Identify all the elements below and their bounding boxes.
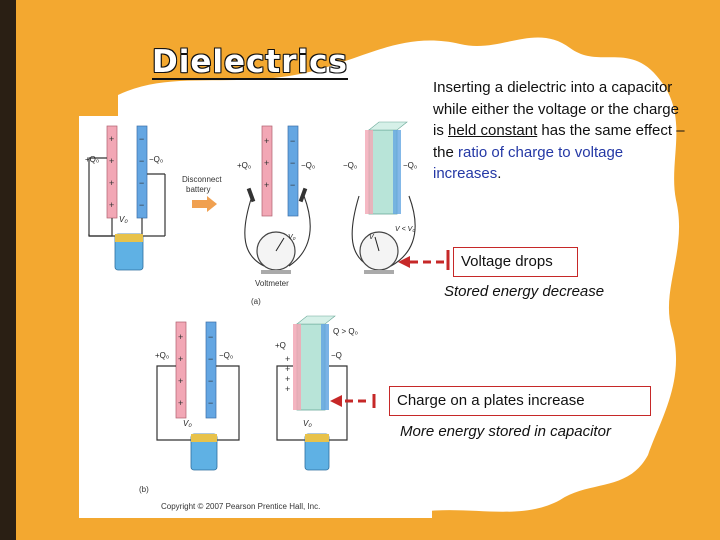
- svg-text:+: +: [264, 180, 269, 190]
- svg-text:+: +: [178, 332, 183, 342]
- label-v0: V₀: [119, 215, 128, 224]
- body-part1: Inserting a dielectric into a capacitor …: [433, 79, 679, 139]
- svg-text:+: +: [178, 376, 183, 386]
- capacitor-figure: ++ ++ −− −− +Q₀ −Q₀ V₀ Disconnect batter…: [79, 116, 432, 518]
- svg-text:−: −: [139, 156, 144, 166]
- svg-text:+: +: [109, 178, 114, 188]
- svg-text:+: +: [264, 136, 269, 146]
- body-ratio-highlight: ratio of charge to voltage increases: [433, 143, 624, 183]
- svg-text:+: +: [178, 398, 183, 408]
- label-q0-neg-right2: −Q₀: [403, 161, 417, 170]
- disconnect-arrow: Disconnect battery: [182, 175, 222, 212]
- left-stripe: [0, 0, 16, 540]
- svg-text:−: −: [290, 180, 295, 190]
- note-more-energy: More energy stored in capacitor: [400, 423, 611, 440]
- capacitor-b-right: ++ ++ +Q −Q Q > Q₀ V₀ (b): [139, 315, 358, 494]
- body-part3: has the same effect – the: [433, 122, 685, 161]
- label-disconnect-1: Disconnect: [182, 175, 222, 184]
- label-q0-neg-b: −Q₀: [219, 351, 233, 360]
- svg-text:−: −: [139, 134, 144, 144]
- callout-voltage-drops: Voltage drops: [453, 247, 578, 277]
- label-q0-neg-mid: −Q₀: [301, 161, 315, 170]
- svg-text:+: +: [109, 200, 114, 210]
- svg-text:−: −: [139, 178, 144, 188]
- label-v: V: [369, 234, 375, 241]
- label-q0-pos: +Q₀: [85, 155, 99, 164]
- svg-text:+: +: [109, 134, 114, 144]
- body-period: .: [497, 165, 502, 182]
- svg-text:−: −: [208, 332, 213, 342]
- svg-text:−: −: [208, 398, 213, 408]
- capacitor-a-middle: + + + − − − +Q₀ −Q₀ V₀ Voltmeter (a): [237, 125, 315, 306]
- svg-text:−: −: [290, 158, 295, 168]
- slide-title: Dielectrics: [152, 44, 348, 80]
- label-v-lt-v0: V < V₀: [395, 226, 415, 233]
- figure-copyright: Copyright © 2007 Pearson Prentice Hall, …: [161, 502, 320, 511]
- svg-text:−: −: [290, 136, 295, 146]
- label-v0-mid: V₀: [288, 234, 296, 241]
- label-voltmeter: Voltmeter: [255, 279, 289, 288]
- svg-text:−: −: [208, 354, 213, 364]
- label-part-b: (b): [139, 485, 149, 494]
- label-q-neg: −Q: [331, 351, 342, 360]
- capacitor-a-left: + + + + − − − − +Q₀ −Q₀ V₀: [85, 125, 166, 271]
- capacitor-a-right: −Q₀ −Q₀ V V < V₀: [343, 121, 417, 274]
- svg-text:−: −: [208, 376, 213, 386]
- svg-text:−: −: [139, 200, 144, 210]
- note-stored-energy: Stored energy decrease: [444, 283, 605, 300]
- label-v0-b: V₀: [183, 419, 192, 428]
- body-held-constant: held constant: [448, 122, 538, 139]
- svg-text:+: +: [285, 384, 290, 394]
- svg-text:+: +: [285, 364, 290, 374]
- label-q0-pos-b: +Q₀: [155, 351, 169, 360]
- callout-charge-increase: Charge on a plates increase: [389, 386, 651, 416]
- label-q0-neg: −Q₀: [149, 155, 163, 164]
- label-disconnect-2: battery: [186, 185, 210, 194]
- label-q0-pos-mid: +Q₀: [237, 161, 251, 170]
- capacitor-b-left: + + + + − − − − +Q₀ −Q₀ V₀: [155, 321, 240, 471]
- label-q-pos: +Q: [275, 341, 286, 350]
- label-q-gt-q0: Q > Q₀: [333, 327, 358, 336]
- label-q0-neg-right: −Q₀: [343, 161, 357, 170]
- label-part-a: (a): [251, 297, 261, 306]
- svg-text:+: +: [109, 156, 114, 166]
- svg-text:+: +: [178, 354, 183, 364]
- body-text: Inserting a dielectric into a capacitor …: [433, 77, 693, 185]
- svg-text:+: +: [264, 158, 269, 168]
- svg-text:+: +: [285, 374, 290, 384]
- label-v0-b-right: V₀: [303, 419, 312, 428]
- svg-text:+: +: [285, 354, 290, 364]
